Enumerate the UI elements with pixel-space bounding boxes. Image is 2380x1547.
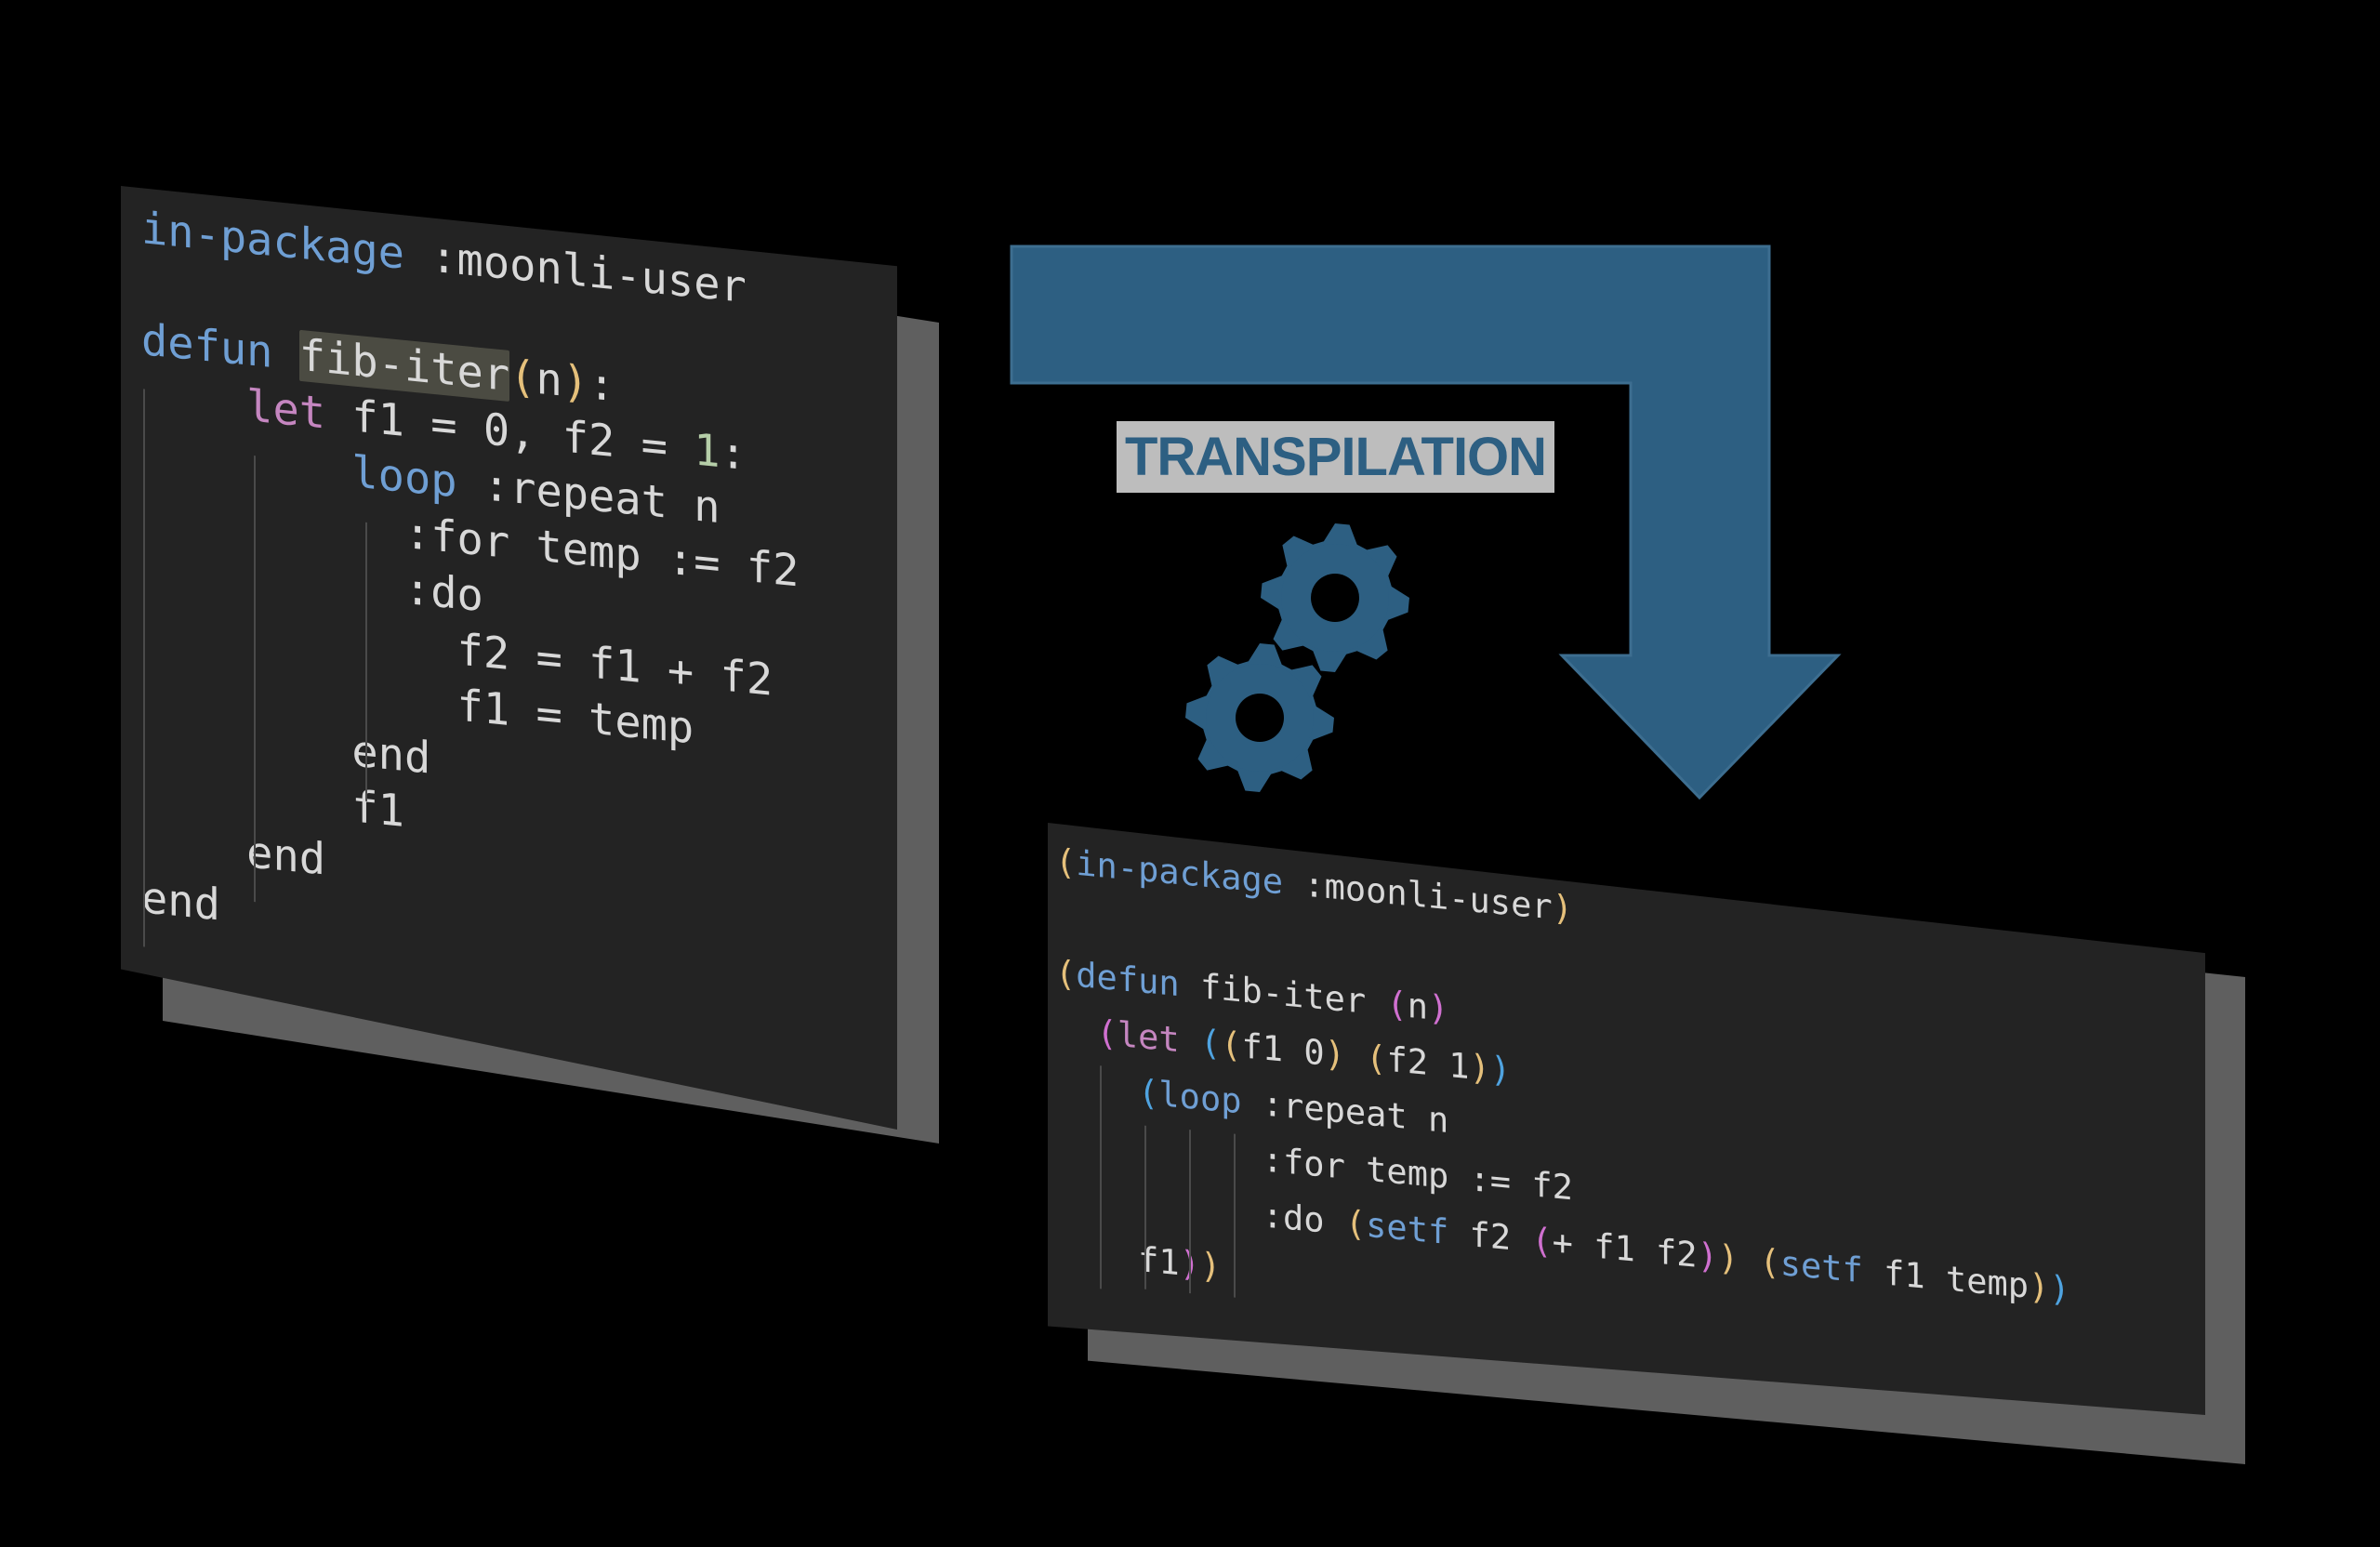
transpilation-label: TRANSPILATION: [1117, 421, 1554, 493]
gear-hole: [1311, 574, 1359, 622]
gears-icon: [1185, 523, 1409, 792]
gear-hole: [1236, 694, 1284, 742]
bent-arrow: [1010, 245, 1842, 800]
